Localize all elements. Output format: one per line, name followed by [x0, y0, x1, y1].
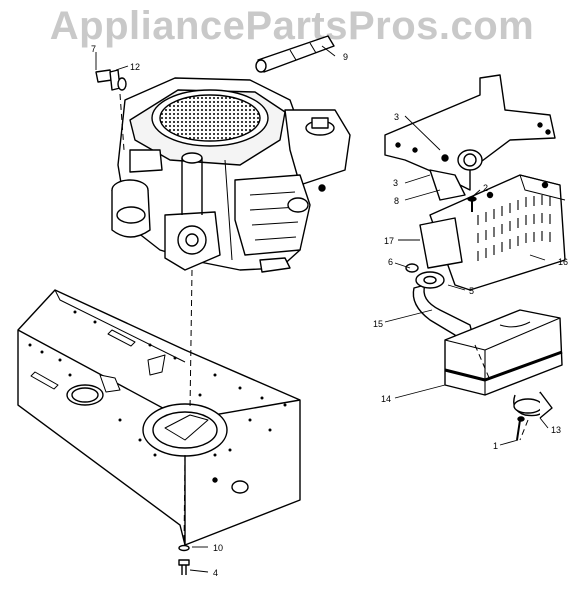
callout-2: 2: [483, 183, 489, 193]
heat-shield: [419, 174, 566, 291]
tractor-frame: [17, 289, 301, 546]
callout-10: 10: [213, 543, 224, 553]
bolt-4-washer-10: [178, 544, 190, 575]
callout-9: 9: [343, 52, 349, 62]
callout-12: 12: [130, 62, 141, 72]
fitting-7-12: [95, 69, 127, 91]
callout-4: 4: [213, 568, 219, 578]
engine-assembly: [111, 77, 351, 273]
callout-3-lower: 3: [393, 178, 399, 188]
callout-5: 5: [469, 286, 475, 296]
callout-3-upper: 3: [394, 112, 400, 122]
callout-7: 7: [91, 44, 97, 54]
callout-14: 14: [381, 394, 392, 404]
watermark-logo: AppliancePartsPros.com: [49, 4, 535, 48]
callout-16: 16: [558, 257, 569, 267]
tube-part-9: [255, 35, 335, 73]
callout-6: 6: [388, 257, 394, 267]
callout-1: 1: [493, 441, 499, 451]
callout-17: 17: [384, 236, 395, 246]
callout-13: 13: [551, 425, 562, 435]
mounting-bracket: [384, 74, 556, 201]
callout-8: 8: [394, 196, 400, 206]
muffler: [405, 263, 563, 441]
callout-15: 15: [373, 319, 384, 329]
